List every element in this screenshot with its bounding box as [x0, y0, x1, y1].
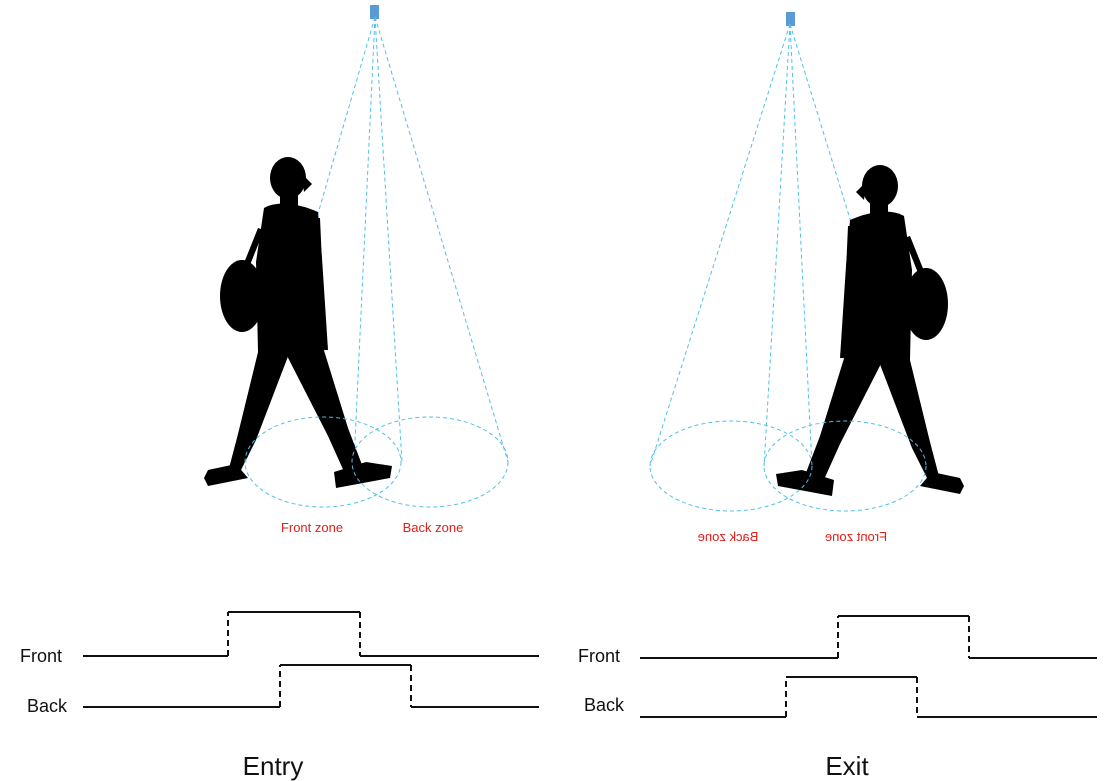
exit-sensor-icon: [786, 12, 795, 26]
entry-front-zone-ellipse: [244, 416, 402, 508]
entry-walking-person-silhouette: [204, 157, 392, 488]
exit-front-signal-trace: [640, 615, 1097, 659]
exit-front-signal-label: Front: [578, 646, 620, 666]
exit-panel: Back zone Front zone Front Back Exit: [578, 12, 1097, 781]
entry-back-zone-label: Back zone: [403, 520, 464, 535]
entry-back-signal-label: Back: [27, 696, 68, 716]
entry-front-zone-label: Front zone: [281, 520, 343, 535]
entry-back-zone-beam: [353, 16, 509, 463]
exit-back-zone-ellipse: [649, 420, 813, 512]
entry-front-signal-label: Front: [20, 646, 62, 666]
exit-back-signal-label: Back: [584, 695, 625, 715]
entry-caption: Entry: [243, 751, 304, 781]
entry-front-signal-trace: [83, 611, 539, 657]
exit-back-zone-beam: [649, 23, 813, 467]
entry-back-signal-trace: [83, 664, 539, 708]
entry-sensor-icon: [370, 5, 379, 19]
entry-panel: Front zone Back zone Front Back Entry: [20, 5, 539, 781]
exit-front-zone-label: Front zone: [825, 529, 887, 544]
entry-back-zone-ellipse: [351, 416, 509, 508]
exit-front-zone-ellipse: [763, 420, 927, 512]
exit-back-signal-trace: [640, 676, 1097, 718]
exit-caption: Exit: [825, 751, 869, 781]
exit-back-zone-label: Back zone: [698, 529, 759, 544]
